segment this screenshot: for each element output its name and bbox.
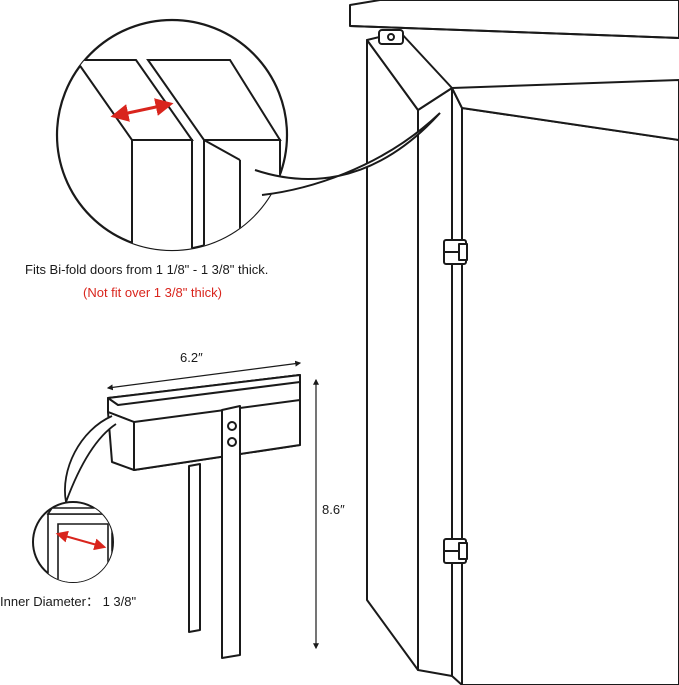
fit-range-caption: Fits Bi-fold doors from 1 1/8" - 1 3/8" … [25,262,268,277]
door-panel-right [461,107,679,685]
height-dimension: 8.6″ [313,378,345,650]
magnifier-inner-diameter [32,415,117,583]
hinge-lower [443,538,468,564]
door-panel-left [366,39,419,671]
small-magnifier-leader [64,415,117,506]
width-dimension: 6.2″ [106,350,302,391]
hinge-upper [443,239,468,265]
door-lock-product [107,374,301,659]
thickness-warning: (Not fit over 1 3/8" thick) [83,285,222,300]
door-panel-left-edge [417,87,453,677]
lock-leg-front [221,405,241,659]
inner-diameter-label: Inner Diameter： 1 3/8" [0,594,137,609]
lock-leg-rear [188,463,201,633]
door-panel-right-edge [451,87,463,685]
bifold-door-illustration [349,0,679,685]
inner-diameter-arrow [55,530,107,551]
magnifier-leader [254,112,441,196]
height-label: 8.6″ [322,502,345,517]
width-label: 6.2″ [180,350,203,365]
gap-width-arrow [110,98,174,122]
